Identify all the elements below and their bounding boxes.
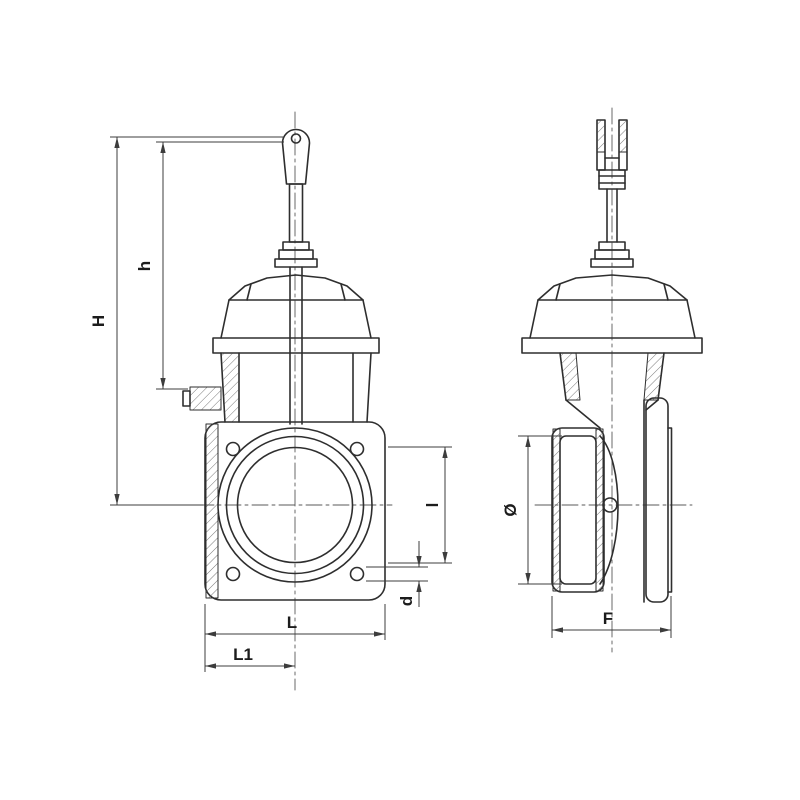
side-neck-hatch-left — [559, 352, 581, 401]
dim-label-F: F — [603, 609, 613, 628]
side-neck-transition-right — [645, 399, 659, 411]
gland-ring-2 — [278, 249, 314, 260]
dim-label-H: H — [89, 315, 108, 327]
dim-label-L: L — [287, 613, 297, 632]
port-bore-circle — [236, 446, 354, 564]
dimension-H: H — [89, 136, 284, 506]
gland-ring-3 — [274, 258, 318, 268]
dimension-h: h — [135, 141, 284, 390]
outlet-flange — [645, 397, 669, 603]
port-outer-circle — [217, 427, 373, 583]
socket-bell-outer — [551, 427, 605, 593]
fork-prong-right-hatch — [618, 119, 628, 153]
side-neck-transition-left — [565, 399, 601, 429]
stem-nut — [598, 169, 626, 190]
gate-profile-curve — [599, 435, 619, 585]
flange-section-hatch — [205, 423, 219, 599]
bonnet-side-right — [362, 299, 372, 339]
outlet-flange-face — [667, 427, 673, 593]
side-bonnet-dome — [537, 274, 688, 301]
port-mid-circle — [225, 435, 365, 575]
bolt-hole-bottom-left — [225, 566, 241, 582]
bolt-hole-top-left — [225, 441, 241, 457]
gland-ring-1 — [282, 241, 310, 251]
side-bonnet-side-right — [686, 299, 696, 339]
wedge-nut — [602, 497, 618, 513]
dim-label-l: l — [423, 503, 442, 508]
dim-label-d: d — [397, 596, 416, 606]
body-side-right — [366, 352, 372, 423]
dim-label-L1: L1 — [233, 645, 253, 664]
dim-label-diameter: Ø — [501, 503, 520, 516]
dimension-L1: L1 — [205, 645, 295, 669]
side-gland-ring-3 — [590, 258, 634, 268]
side-bonnet-flange — [521, 337, 703, 354]
bonnet-flange — [212, 337, 380, 354]
socket-bell-hatch-right — [595, 428, 604, 592]
bonnet-side-left — [220, 299, 230, 339]
side-neck-hatch-right — [643, 352, 665, 401]
side-bonnet-facet-left — [555, 283, 561, 301]
dimension-diameter: Ø — [501, 435, 562, 585]
socket-bell-inner — [559, 435, 597, 585]
dimension-d: d — [366, 541, 428, 607]
side-bonnet-side-left — [529, 299, 539, 339]
bonnet-dome-facet-left — [246, 283, 252, 301]
dimension-l: l — [388, 446, 452, 564]
fork-prong-left-hatch — [596, 119, 606, 153]
dimension-L: L — [204, 604, 386, 672]
bonnet-dome-facet-right — [340, 283, 346, 301]
side-boss — [189, 386, 222, 411]
bonnet-dome — [228, 274, 364, 301]
flange-plate — [204, 421, 386, 601]
stem-rod — [288, 183, 304, 243]
bolt-hole-top-right — [349, 441, 365, 457]
side-view — [521, 107, 703, 653]
clevis-eye — [281, 128, 311, 185]
dimension-F: F — [551, 596, 672, 638]
bolt-hole-bottom-right — [349, 566, 365, 582]
dim-label-h: h — [135, 261, 154, 271]
front-view — [182, 111, 393, 691]
clevis-hole — [290, 133, 302, 144]
side-bonnet-facet-right — [663, 283, 669, 301]
side-boss-tip — [182, 390, 191, 407]
socket-bell-hatch-left — [552, 428, 561, 592]
